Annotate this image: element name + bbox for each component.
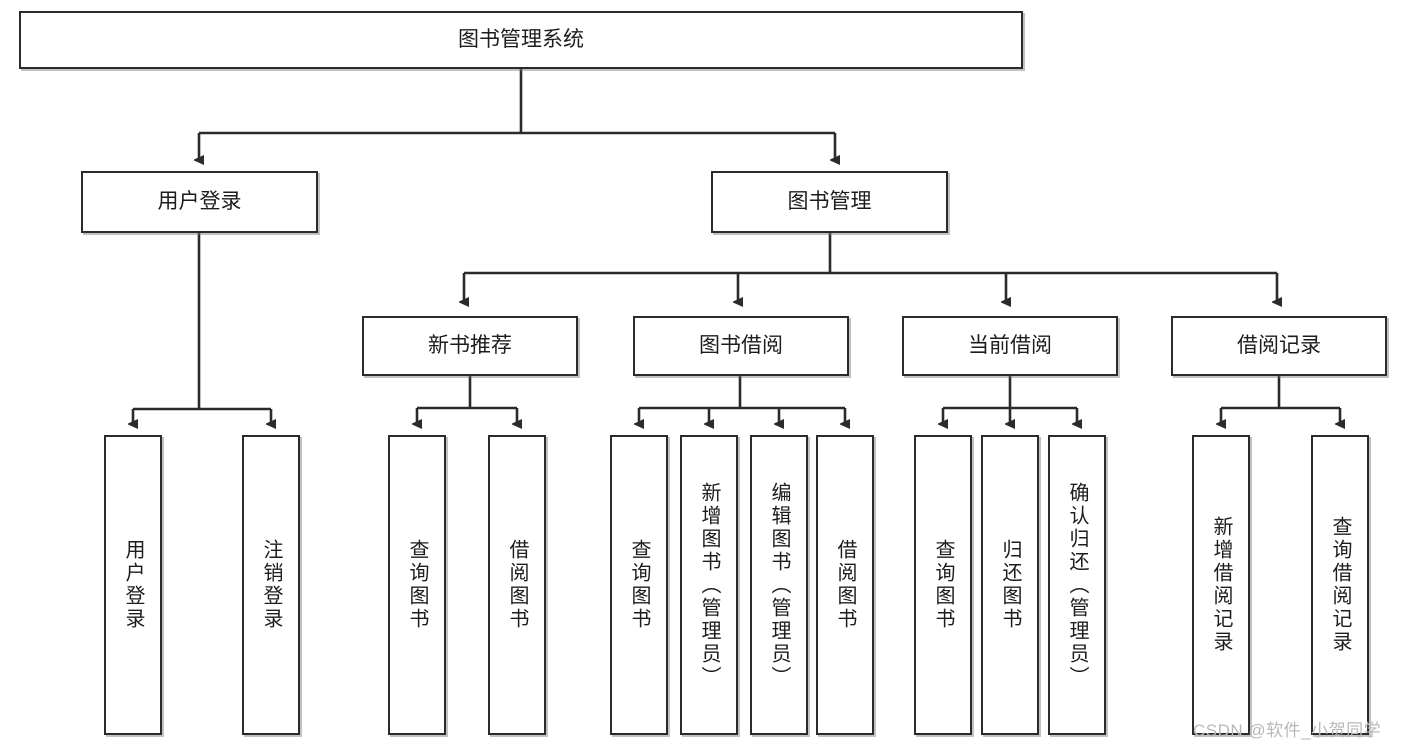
node-new-book-recommend-label: 新书推荐 — [428, 333, 512, 357]
node-new-book-recommend[interactable]: 新书推荐 — [362, 316, 578, 376]
leaf-borrow-edit-book[interactable]: 编辑图书（管理员） — [750, 435, 808, 735]
leaf-current-query-book-label: 查询图书 — [932, 539, 954, 631]
leaf-borrow-edit-book-label: 编辑图书（管理员） — [768, 481, 790, 689]
node-user-login[interactable]: 用户登录 — [81, 171, 318, 233]
leaf-user-login-signin-label: 用户登录 — [122, 539, 144, 631]
leaf-record-add-record-label: 新增借阅记录 — [1210, 516, 1232, 654]
leaf-record-query-record[interactable]: 查询借阅记录 — [1311, 435, 1369, 735]
leaf-current-confirm-return-label: 确认归还（管理员） — [1066, 481, 1088, 689]
node-book-management[interactable]: 图书管理 — [711, 171, 948, 233]
leaf-recommend-query-book-label: 查询图书 — [406, 539, 428, 631]
leaf-record-add-record[interactable]: 新增借阅记录 — [1192, 435, 1250, 735]
node-current-borrow-label: 当前借阅 — [968, 333, 1052, 357]
leaf-borrow-query-book[interactable]: 查询图书 — [610, 435, 668, 735]
leaf-user-login-signout[interactable]: 注销登录 — [242, 435, 300, 735]
node-root[interactable]: 图书管理系统 — [19, 11, 1023, 69]
leaf-borrow-add-book-label: 新增图书（管理员） — [698, 481, 720, 689]
leaf-recommend-query-book[interactable]: 查询图书 — [388, 435, 446, 735]
node-user-login-label: 用户登录 — [157, 189, 242, 213]
leaf-borrow-query-book-label: 查询图书 — [628, 539, 650, 631]
node-book-management-label: 图书管理 — [787, 189, 872, 213]
leaf-record-query-record-label: 查询借阅记录 — [1329, 516, 1351, 654]
node-root-label: 图书管理系统 — [458, 27, 584, 51]
leaf-recommend-borrow-book[interactable]: 借阅图书 — [488, 435, 546, 735]
leaf-borrow-borrow-book-label: 借阅图书 — [834, 539, 856, 631]
leaf-user-login-signin[interactable]: 用户登录 — [104, 435, 162, 735]
leaf-current-query-book[interactable]: 查询图书 — [914, 435, 972, 735]
leaf-borrow-add-book[interactable]: 新增图书（管理员） — [680, 435, 738, 735]
node-book-borrow-label: 图书借阅 — [699, 333, 783, 357]
leaf-borrow-borrow-book[interactable]: 借阅图书 — [816, 435, 874, 735]
leaf-recommend-borrow-book-label: 借阅图书 — [506, 539, 528, 631]
csdn-watermark: CSDN @软件_小贺同学 — [1193, 721, 1382, 740]
leaf-current-return-book-label: 归还图书 — [999, 539, 1021, 631]
node-current-borrow[interactable]: 当前借阅 — [902, 316, 1118, 376]
leaf-user-login-signout-label: 注销登录 — [260, 539, 282, 631]
node-borrow-record-label: 借阅记录 — [1237, 333, 1321, 357]
leaf-current-return-book[interactable]: 归还图书 — [981, 435, 1039, 735]
node-book-borrow[interactable]: 图书借阅 — [633, 316, 849, 376]
leaf-current-confirm-return[interactable]: 确认归还（管理员） — [1048, 435, 1106, 735]
node-borrow-record[interactable]: 借阅记录 — [1171, 316, 1387, 376]
